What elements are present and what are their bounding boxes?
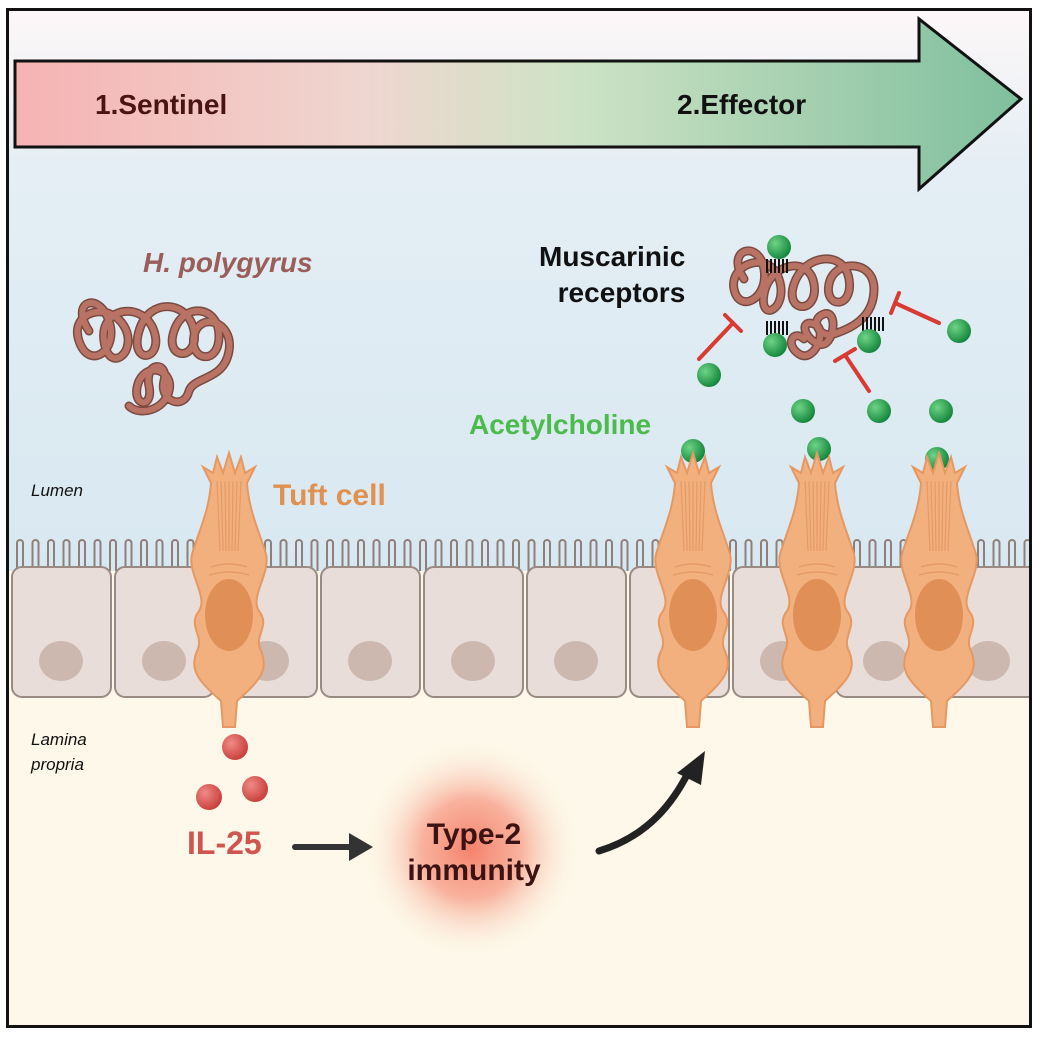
tuft-cell-label: Tuft cell [273, 479, 386, 512]
parasite-label: H. polygyrus [143, 247, 313, 278]
epithelial-nucleus [863, 641, 907, 681]
stage-effector-label: 2.Effector [677, 89, 807, 120]
arrow-immunity-to-effector [595, 751, 705, 855]
tuft-cell [654, 449, 732, 728]
worm-left [72, 298, 234, 416]
arrow-il25-to-immunity [292, 833, 373, 861]
immunity-glow [361, 739, 581, 959]
epithelial-nucleus [966, 641, 1010, 681]
type2-label-line2: immunity [407, 854, 541, 887]
lamina-propria-label: Lamina propria [31, 727, 87, 777]
tuft-cells [190, 449, 978, 728]
receptor-label: Muscarinic receptors [539, 239, 685, 311]
acetylcholine-label: Acetylcholine [469, 409, 652, 440]
lamina-label-line2: propria [31, 755, 84, 774]
epithelial-nucleus [554, 641, 598, 681]
tuft-nucleus [205, 579, 253, 651]
receptor-label-line2: receptors [557, 277, 686, 308]
worm-right [729, 246, 879, 361]
stage-sentinel-label: 1.Sentinel [95, 89, 228, 120]
tuft-cell [190, 449, 268, 728]
type2-immunity-label: Type-2 immunity [385, 817, 563, 889]
epithelial-cell [423, 566, 524, 698]
epithelial-cell [11, 566, 112, 698]
epithelial-nucleus [142, 641, 186, 681]
lumen-label: Lumen [31, 481, 83, 500]
figure-frame: 1.Sentinel 2.Effector H. polygyrus Musca… [6, 8, 1032, 1028]
type2-label-line1: Type-2 [426, 818, 522, 851]
schematic [9, 11, 1029, 1025]
receptor-label-line1: Muscarinic [539, 241, 686, 272]
il25-molecules [196, 734, 268, 810]
tuft-nucleus [793, 579, 841, 651]
lamina-label-line1: Lamina [31, 730, 87, 749]
muscarinic-receptors [766, 259, 884, 335]
epithelial-cell [320, 566, 421, 698]
tuft-nucleus [915, 579, 963, 651]
il25-label: IL-25 [187, 825, 262, 861]
epithelial-cell [526, 566, 627, 698]
inhibition-arrows [697, 291, 941, 393]
tuft-cell [778, 449, 856, 728]
acetylcholine-molecules [681, 235, 971, 471]
tuft-nucleus [669, 579, 717, 651]
epithelial-nucleus [39, 641, 83, 681]
tuft-cell [900, 449, 978, 728]
epithelial-nucleus [348, 641, 392, 681]
epithelial-nucleus [451, 641, 495, 681]
phase-arrow [13, 15, 1024, 193]
